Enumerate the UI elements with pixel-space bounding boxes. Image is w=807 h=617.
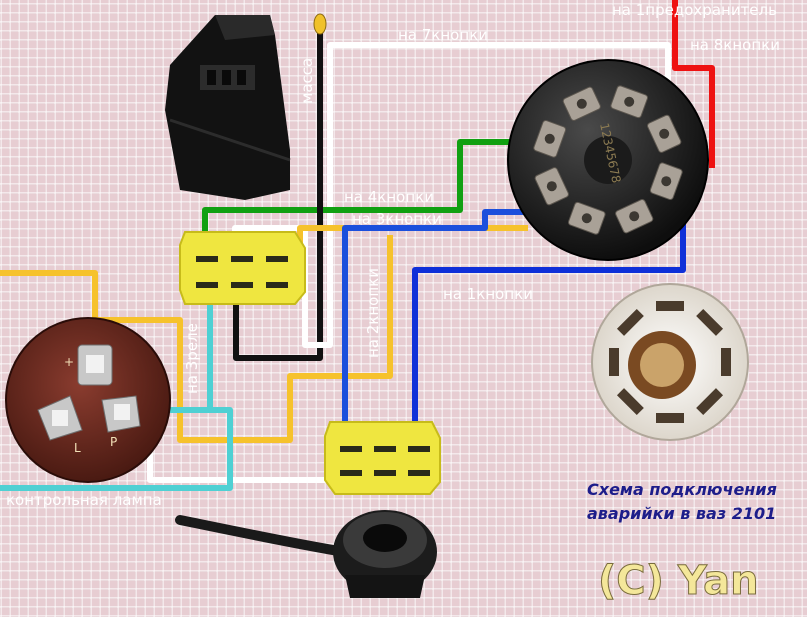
label-button1: на 1кнопки bbox=[443, 285, 533, 303]
socket-pins bbox=[609, 301, 731, 423]
relay-terminal-plus bbox=[77, 344, 113, 386]
button-pins bbox=[533, 85, 683, 235]
button-pin-hole-6 bbox=[629, 211, 640, 222]
socket-slot-7 bbox=[656, 301, 684, 311]
wire-black-ground bbox=[233, 27, 323, 361]
hazard-button-connector: 12345678 bbox=[507, 59, 709, 261]
copyright: (C) Yan bbox=[598, 558, 759, 604]
wire-red-fuse bbox=[672, 0, 715, 168]
relay-label-plus: + bbox=[64, 355, 74, 369]
label-button3: на 3кнопки bbox=[352, 210, 442, 228]
label-control-lamp: контрольная лампа bbox=[6, 491, 162, 509]
relay-box bbox=[165, 15, 291, 200]
button-pin-hole-2 bbox=[576, 98, 587, 109]
button-pin-hole-7 bbox=[581, 213, 592, 224]
wire-blue-button1 bbox=[412, 222, 686, 428]
wire-yellow-relay bbox=[0, 235, 393, 443]
relay-label-p: P bbox=[110, 435, 117, 449]
wire-green-button4 bbox=[202, 139, 523, 253]
button-pin-hole-1 bbox=[544, 133, 555, 144]
wire-cyan-relay3 bbox=[0, 302, 233, 491]
relay-terminal-p bbox=[101, 395, 141, 433]
socket-slot-3 bbox=[656, 413, 684, 423]
label-fuse1: на 1предохранитель bbox=[612, 1, 777, 19]
label-ground: масса bbox=[298, 58, 316, 104]
button-pin-hole-4 bbox=[659, 128, 670, 139]
ground-terminal bbox=[313, 13, 327, 35]
socket-slot-5 bbox=[609, 348, 619, 376]
wire-blue-button2 bbox=[342, 209, 548, 428]
label-button2: на 2кнопки bbox=[364, 268, 382, 358]
button-socket bbox=[591, 283, 749, 441]
socket-slot-1 bbox=[721, 348, 731, 376]
button-pin-hole-8 bbox=[546, 181, 557, 192]
label-button7: на 7кнопки bbox=[398, 26, 488, 44]
label-button4: на 4кнопки bbox=[344, 188, 434, 206]
relay-label-l: L bbox=[74, 441, 81, 455]
button-pin-hole-5 bbox=[661, 176, 672, 187]
label-relay3: на 3реле bbox=[183, 323, 201, 394]
caption-line2: аварийки в ваз 2101 bbox=[587, 504, 776, 523]
button-pin-hole-3 bbox=[624, 96, 635, 107]
socket-slot-4 bbox=[616, 388, 644, 416]
wire-yellow-button3 bbox=[297, 225, 528, 253]
label-button8: на 8кнопки bbox=[690, 36, 780, 54]
connector-lower bbox=[324, 421, 441, 495]
relay-terminal-l bbox=[37, 395, 83, 441]
caption-line1: Схема подключения bbox=[587, 480, 777, 499]
turn-signal-relay: + L P bbox=[5, 317, 171, 483]
socket-slot-2 bbox=[696, 388, 724, 416]
connector-upper bbox=[179, 231, 306, 305]
socket-slot-6 bbox=[616, 308, 644, 336]
turn-signal-switch bbox=[175, 510, 437, 598]
socket-slot-8 bbox=[696, 308, 724, 336]
